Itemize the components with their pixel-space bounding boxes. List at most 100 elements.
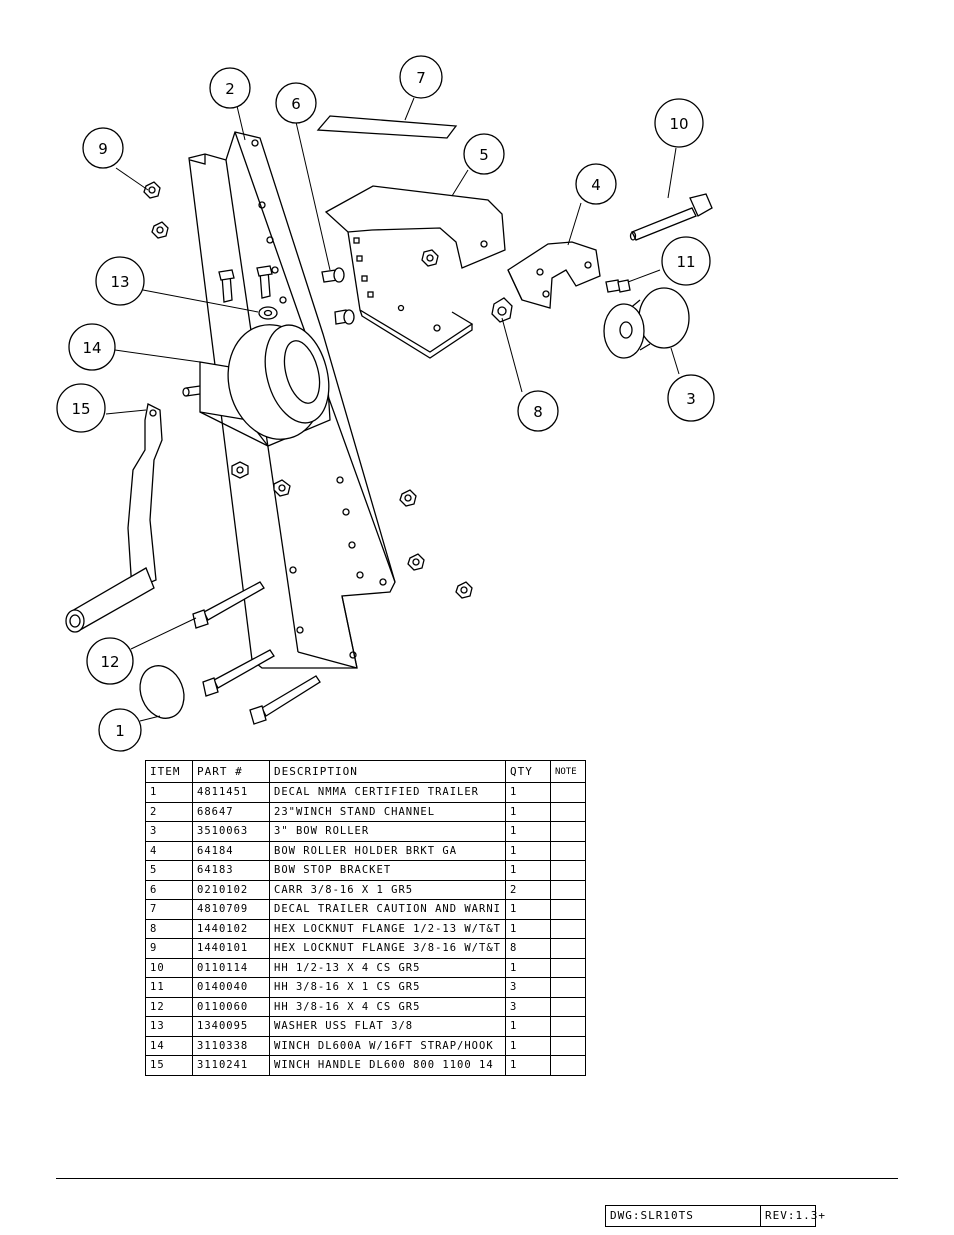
bom-cell-note [549, 938, 586, 959]
callout-bubble-4: 4 [575, 163, 617, 205]
bom-cell-qty: 1 [504, 899, 551, 920]
bom-cell-item: 7 [145, 899, 193, 920]
bom-cell-description: HEX LOCKNUT FLANGE 1/2-13 W/T&T [269, 918, 506, 939]
svg-text:3: 3 [686, 390, 696, 408]
part-washer [258, 306, 278, 320]
bom-cell-description: WASHER USS FLAT 3/8 [269, 1016, 506, 1037]
part-bow-roller-holder [507, 241, 601, 309]
bom-cell-part: 4811451 [192, 782, 270, 803]
bom-cell-qty: 1 [504, 1016, 551, 1037]
bom-cell-item: 13 [145, 1016, 193, 1037]
bom-cell-qty: 1 [504, 840, 551, 861]
bom-cell-qty: 1 [504, 918, 551, 939]
bom-cell-item: 14 [145, 1035, 193, 1056]
part-decal-nmma [139, 665, 185, 719]
bom-cell-part: 64183 [192, 860, 270, 881]
bom-cell-part: 4810709 [192, 899, 270, 920]
bom-cell-qty: 3 [504, 977, 551, 998]
bom-header-description: DESCRIPTION [269, 760, 506, 783]
part-carriage-bolts [321, 267, 355, 325]
bom-cell-note [549, 996, 586, 1017]
bom-cell-description: CARR 3/8-16 X 1 GR5 [269, 879, 506, 900]
svg-text:13: 13 [110, 273, 129, 291]
svg-text:9: 9 [98, 140, 108, 158]
part-small-screws [218, 265, 273, 303]
bom-cell-part: 0110114 [192, 957, 270, 978]
bom-cell-part: 1440102 [192, 918, 270, 939]
bom-cell-qty: 1 [504, 957, 551, 978]
svg-text:8: 8 [533, 403, 543, 421]
bom-cell-note [549, 899, 586, 920]
exploded-assembly-drawing: 2 6 7 5 4 10 11 3 8 9 13 14 15 12 1 [56, 55, 715, 752]
bill-of-materials-table: ITEM PART # DESCRIPTION QTY NOTE 1 481145… [145, 760, 586, 1076]
bom-cell-part: 68647 [192, 801, 270, 822]
revision: REV:1.3+ [765, 1209, 826, 1222]
drawing-number: DWG:SLR10TS [606, 1206, 761, 1226]
bom-cell-note [549, 879, 586, 900]
bom-cell-qty: 1 [504, 782, 551, 803]
callout-bubble-1: 1 [98, 708, 142, 752]
part-hex-locknuts [143, 181, 513, 599]
svg-text:4: 4 [591, 176, 601, 194]
bom-cell-item: 8 [145, 918, 193, 939]
svg-text:7: 7 [416, 69, 426, 87]
bom-cell-description: WINCH DL600A W/16FT STRAP/HOOK [269, 1035, 506, 1056]
bom-cell-description: 3" BOW ROLLER [269, 821, 506, 842]
bom-cell-note [549, 1035, 586, 1056]
bom-cell-item: 10 [145, 957, 193, 978]
bom-cell-item: 3 [145, 821, 193, 842]
bom-cell-qty: 1 [504, 801, 551, 822]
bom-cell-part: 3110338 [192, 1035, 270, 1056]
svg-text:15: 15 [71, 400, 90, 418]
part-bolt-11 [605, 279, 631, 293]
part-bow-stop-bracket [324, 185, 506, 359]
callout-bubble-2: 2 [209, 67, 251, 109]
callout-bubble-3: 3 [667, 374, 715, 422]
callout-leaders [105, 97, 680, 722]
bom-cell-item: 9 [145, 938, 193, 959]
bom-header-row: ITEM PART # DESCRIPTION QTY NOTE [145, 760, 586, 783]
bom-cell-note [549, 821, 586, 842]
bom-cell-part: 1440101 [192, 938, 270, 959]
callout-bubble-15: 15 [56, 383, 106, 433]
callout-bubble-10: 10 [654, 98, 704, 148]
bom-cell-item: 5 [145, 860, 193, 881]
bom-cell-description: HEX LOCKNUT FLANGE 3/8-16 W/T&T [269, 938, 506, 959]
bom-cell-description: WINCH HANDLE DL600 800 1100 14 [269, 1055, 506, 1076]
bom-cell-note [549, 860, 586, 881]
bom-cell-description: HH 1/2-13 X 4 CS GR5 [269, 957, 506, 978]
bom-cell-part: 0110060 [192, 996, 270, 1017]
callout-bubble-12: 12 [86, 637, 134, 685]
bom-cell-note [549, 1055, 586, 1076]
bom-cell-description: HH 3/8-16 X 4 CS GR5 [269, 996, 506, 1017]
bom-cell-part: 0210102 [192, 879, 270, 900]
callout-bubble-14: 14 [68, 323, 116, 371]
bom-cell-note [549, 1016, 586, 1037]
svg-text:1: 1 [115, 722, 125, 740]
title-block: DWG:SLR10TS REV:1.3+ [605, 1205, 826, 1227]
svg-text:6: 6 [291, 95, 301, 113]
bom-cell-item: 6 [145, 879, 193, 900]
callout-bubble-6: 6 [275, 82, 317, 124]
bom-cell-description: 23"WINCH STAND CHANNEL [269, 801, 506, 822]
bom-header-note: NOTE [549, 760, 586, 783]
bom-cell-part: 0140040 [192, 977, 270, 998]
bom-cell-note [549, 782, 586, 803]
bom-cell-note [549, 977, 586, 998]
part-long-bolts [192, 581, 321, 725]
bom-cell-description: BOW ROLLER HOLDER BRKT GA [269, 840, 506, 861]
bom-cell-item: 2 [145, 801, 193, 822]
bom-cell-note [549, 840, 586, 861]
